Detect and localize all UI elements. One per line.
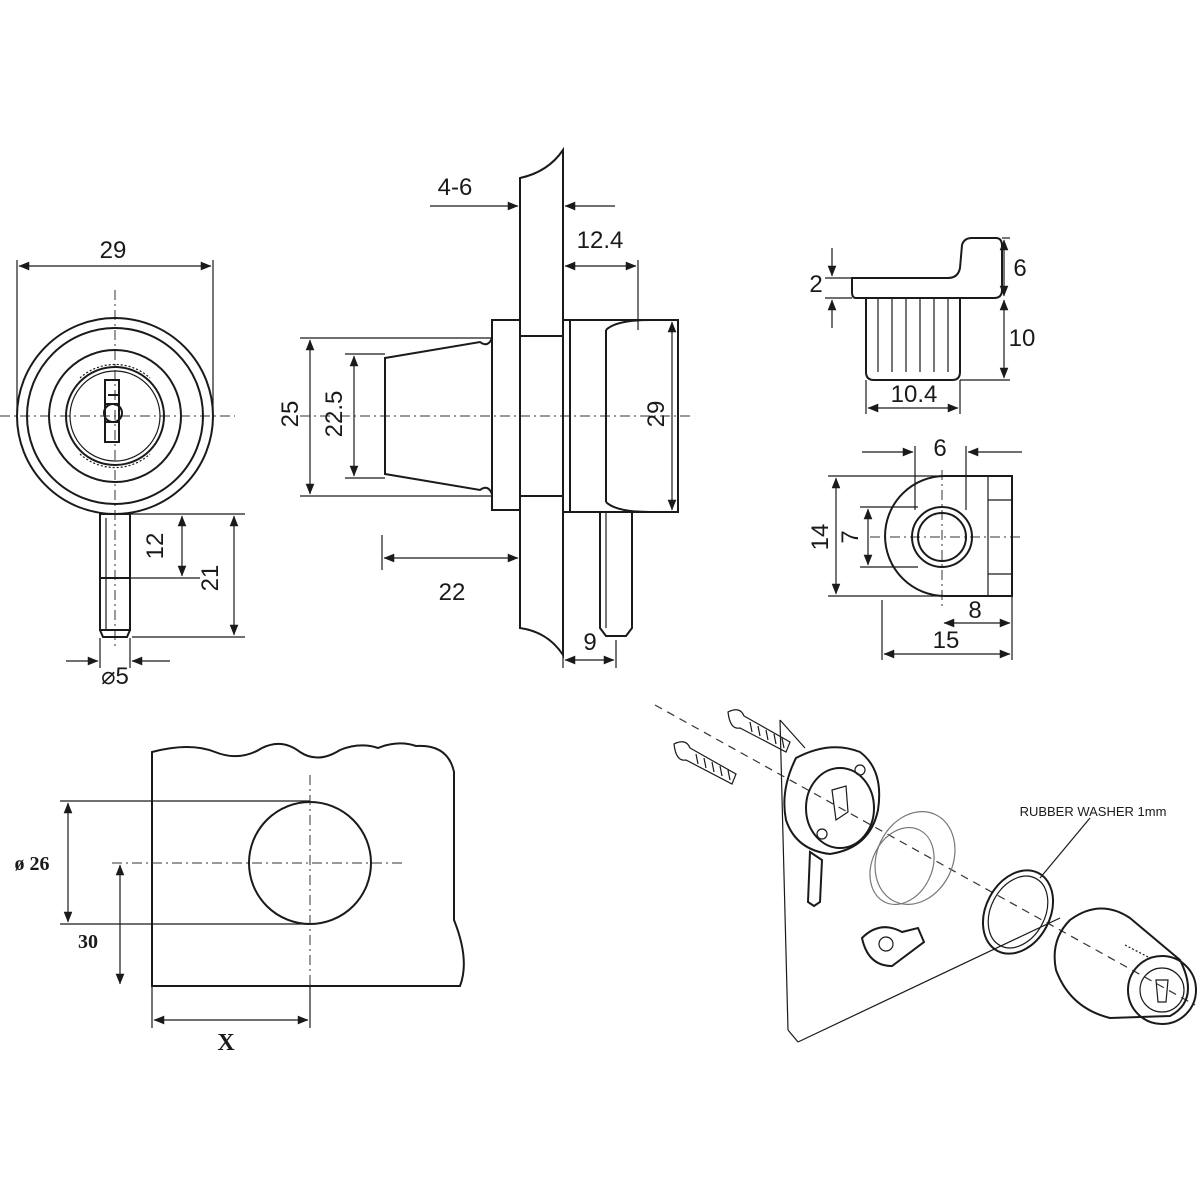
cutout-dia-label: ø 26	[15, 853, 50, 875]
screw-1-icon	[727, 709, 791, 753]
striker-top-height-label: 14	[807, 524, 834, 551]
lock-barrel	[384, 319, 679, 513]
lock-housing-icon	[783, 746, 881, 908]
side-barrel-label: 22.5	[321, 391, 348, 438]
side-panel-label: 4-6	[438, 174, 473, 201]
front-width-label: 29	[100, 237, 127, 264]
front-view: 29 12 21 ⌀5	[0, 237, 245, 690]
striker-top-view: 6 14 7 8 15	[807, 435, 1022, 660]
panel-cutout: ø 26 30 X	[15, 742, 465, 1056]
striker-top-dim-label: 2	[809, 271, 822, 298]
lock-barrel-icon	[1053, 907, 1197, 1025]
washer-label: RUBBER WASHER 1mm	[1020, 804, 1167, 819]
cutout-offset-label: 30	[78, 931, 98, 953]
screw-2-icon	[673, 741, 737, 785]
front-pin-long-label: 21	[197, 565, 224, 592]
striker-tail-label: 8	[968, 597, 981, 624]
striker-width-label: 10.4	[891, 381, 938, 408]
cutout-x-label: X	[217, 1030, 235, 1056]
side-depth-label: 12.4	[577, 227, 624, 254]
keyway-icon	[103, 379, 123, 443]
front-pin-dia-label: ⌀5	[101, 663, 129, 690]
striker-plate-icon	[860, 926, 926, 968]
side-height-label: 29	[643, 401, 670, 428]
side-pin	[599, 511, 633, 637]
striker-length-label: 15	[933, 627, 960, 654]
striker-height-label: 10	[1009, 325, 1036, 352]
striker-hole-offset-label: 6	[933, 435, 946, 462]
striker-side-view: 2 6 10 10.4	[809, 237, 1036, 414]
side-pin-offset-label: 9	[583, 629, 596, 656]
front-pin-short-label: 12	[142, 533, 169, 560]
side-flange-label: 25	[277, 401, 304, 428]
front-pin	[99, 513, 131, 638]
striker-lip-label: 6	[1013, 255, 1026, 282]
side-view: 4-6 12.4 25 22.5 29 22 9	[277, 146, 690, 668]
striker-hole-label: 7	[837, 530, 864, 543]
side-projection-label: 22	[439, 579, 466, 606]
exploded-view: RUBBER WASHER 1mm	[654, 704, 1197, 1043]
